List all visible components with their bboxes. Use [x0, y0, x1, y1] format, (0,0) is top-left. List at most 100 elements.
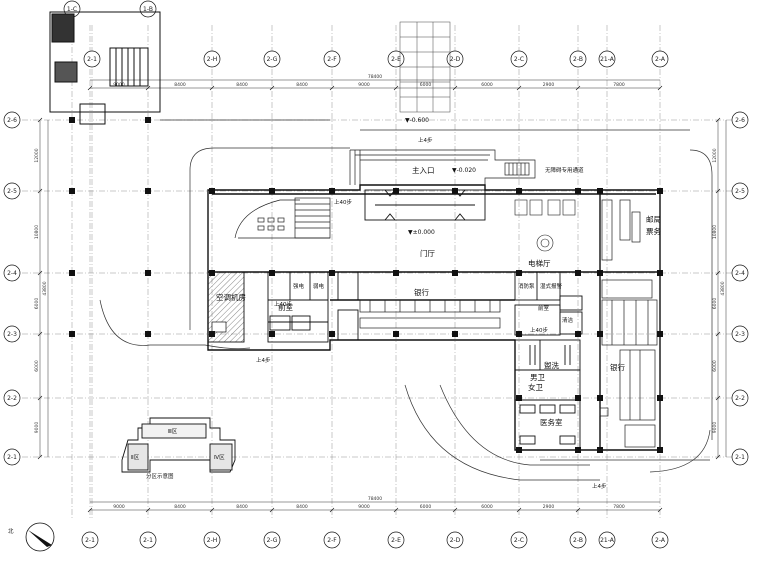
- column: [69, 331, 75, 337]
- column: [575, 188, 581, 194]
- svg-text:9000: 9000: [113, 82, 125, 88]
- axis-bottom-0: 2-1: [81, 531, 99, 549]
- svg-text:78400: 78400: [368, 496, 382, 502]
- axis-top-8: 2-C: [510, 50, 528, 68]
- svg-text:2-A: 2-A: [655, 537, 666, 544]
- axis-top-6: 2-E: [387, 50, 405, 68]
- step-label-2: 上40步: [274, 300, 292, 308]
- svg-text:9000: 9000: [34, 422, 40, 434]
- elev-outer: ▼-0.600: [405, 117, 429, 124]
- ac-unit: [211, 321, 227, 333]
- axis-left-4: 2-2: [3, 389, 21, 407]
- label-anteroom-left: 前室: [278, 302, 293, 312]
- svg-text:2-5: 2-5: [7, 188, 17, 195]
- north-arrow: [25, 522, 55, 552]
- axis-bottom-5: 2-E: [387, 531, 405, 549]
- label-zone-2: Ⅱ区: [131, 454, 140, 461]
- column: [657, 331, 663, 337]
- column: [69, 188, 75, 194]
- column: [145, 331, 151, 337]
- label-cleaning: 清洁: [562, 316, 574, 324]
- column: [452, 188, 458, 194]
- column: [329, 188, 335, 194]
- label-accessible-passage: 无障碍专用通道: [545, 166, 584, 174]
- axis-bottom-6: 2-D: [446, 531, 464, 549]
- structural-columns: [69, 117, 663, 453]
- axis-left-1: 2-5: [3, 182, 21, 200]
- svg-text:10800: 10800: [712, 225, 718, 239]
- label-zone-map: 分区示意图: [146, 472, 174, 480]
- axis-bottom-1: 2-1: [139, 531, 157, 549]
- svg-text:9000: 9000: [712, 422, 718, 434]
- svg-text:2-D: 2-D: [450, 56, 461, 63]
- svg-text:6000: 6000: [420, 82, 432, 88]
- axis-bottom-2: 2-H: [203, 531, 221, 549]
- column: [452, 331, 458, 337]
- svg-text:2-F: 2-F: [327, 56, 337, 63]
- label-post-ticket-2: 票务: [646, 226, 661, 236]
- axis-top-7: 2-D: [446, 50, 464, 68]
- column: [597, 395, 603, 401]
- axis-top-11: 2-A: [651, 50, 669, 68]
- elev-entry: ▼-0.020: [452, 167, 476, 174]
- axis-bottom-9: 21-A: [598, 531, 616, 549]
- column: [452, 270, 458, 276]
- axis-left-2: 2-4: [3, 264, 21, 282]
- svg-text:1-C: 1-C: [67, 6, 77, 13]
- axis-right-2: 2-4: [731, 264, 749, 282]
- label-elevator-hall: 电梯厅: [528, 258, 551, 268]
- svg-text:2-D: 2-D: [450, 537, 461, 544]
- lobby-furniture: [514, 199, 576, 252]
- label-anteroom-right: 前室: [538, 304, 550, 312]
- label-bank: 银行: [414, 287, 429, 297]
- step-label-0: 上4步: [418, 136, 433, 144]
- existing-building: [49, 11, 161, 125]
- zone-diagram: [121, 417, 236, 473]
- svg-text:2-4: 2-4: [735, 270, 745, 277]
- svg-text:6000: 6000: [34, 298, 40, 310]
- svg-text:12000: 12000: [712, 148, 718, 162]
- column: [597, 188, 603, 194]
- label-medical: 医务室: [540, 417, 563, 427]
- column: [393, 331, 399, 337]
- column: [329, 331, 335, 337]
- svg-text:8400: 8400: [296, 504, 308, 510]
- axis-bubbles-right: 2-62-52-42-32-22-1: [731, 111, 749, 466]
- axis-right-1: 2-5: [731, 182, 749, 200]
- column: [269, 331, 275, 337]
- svg-text:2-E: 2-E: [391, 537, 401, 544]
- axis-bottom-3: 2-G: [263, 531, 281, 549]
- svg-text:7800: 7800: [613, 504, 625, 510]
- svg-text:2-2: 2-2: [7, 395, 17, 402]
- axis-left-0: 2-6: [3, 111, 21, 129]
- column: [657, 188, 663, 194]
- right-core-rooms: [514, 271, 583, 451]
- label-lobby: 门厅: [420, 249, 435, 258]
- svg-text:2-C: 2-C: [514, 56, 524, 63]
- plan-labels: ▼-0.600 ▼-0.020 ▼±0.000 主入口 无障碍专用通道 门厅 电…: [8, 117, 661, 535]
- bank-counter: [359, 299, 501, 329]
- column: [145, 188, 151, 194]
- svg-text:2-1: 2-1: [735, 454, 745, 461]
- svg-text:2-1: 2-1: [7, 454, 17, 461]
- axis-right-3: 2-3: [731, 325, 749, 343]
- axis-right-0: 2-6: [731, 111, 749, 129]
- svg-text:6000: 6000: [481, 82, 493, 88]
- svg-text:2-3: 2-3: [735, 331, 745, 338]
- column: [393, 188, 399, 194]
- svg-text:21-A: 21-A: [600, 537, 615, 544]
- svg-text:2900: 2900: [543, 82, 555, 88]
- svg-text:9000: 9000: [358, 504, 370, 510]
- column: [657, 395, 663, 401]
- svg-text:2900: 2900: [543, 504, 555, 510]
- svg-text:8400: 8400: [174, 504, 186, 510]
- axis-bubbles-left: 2-62-52-42-32-22-1: [3, 111, 21, 466]
- label-north: 北: [8, 527, 14, 535]
- main-building-walls: [207, 184, 661, 451]
